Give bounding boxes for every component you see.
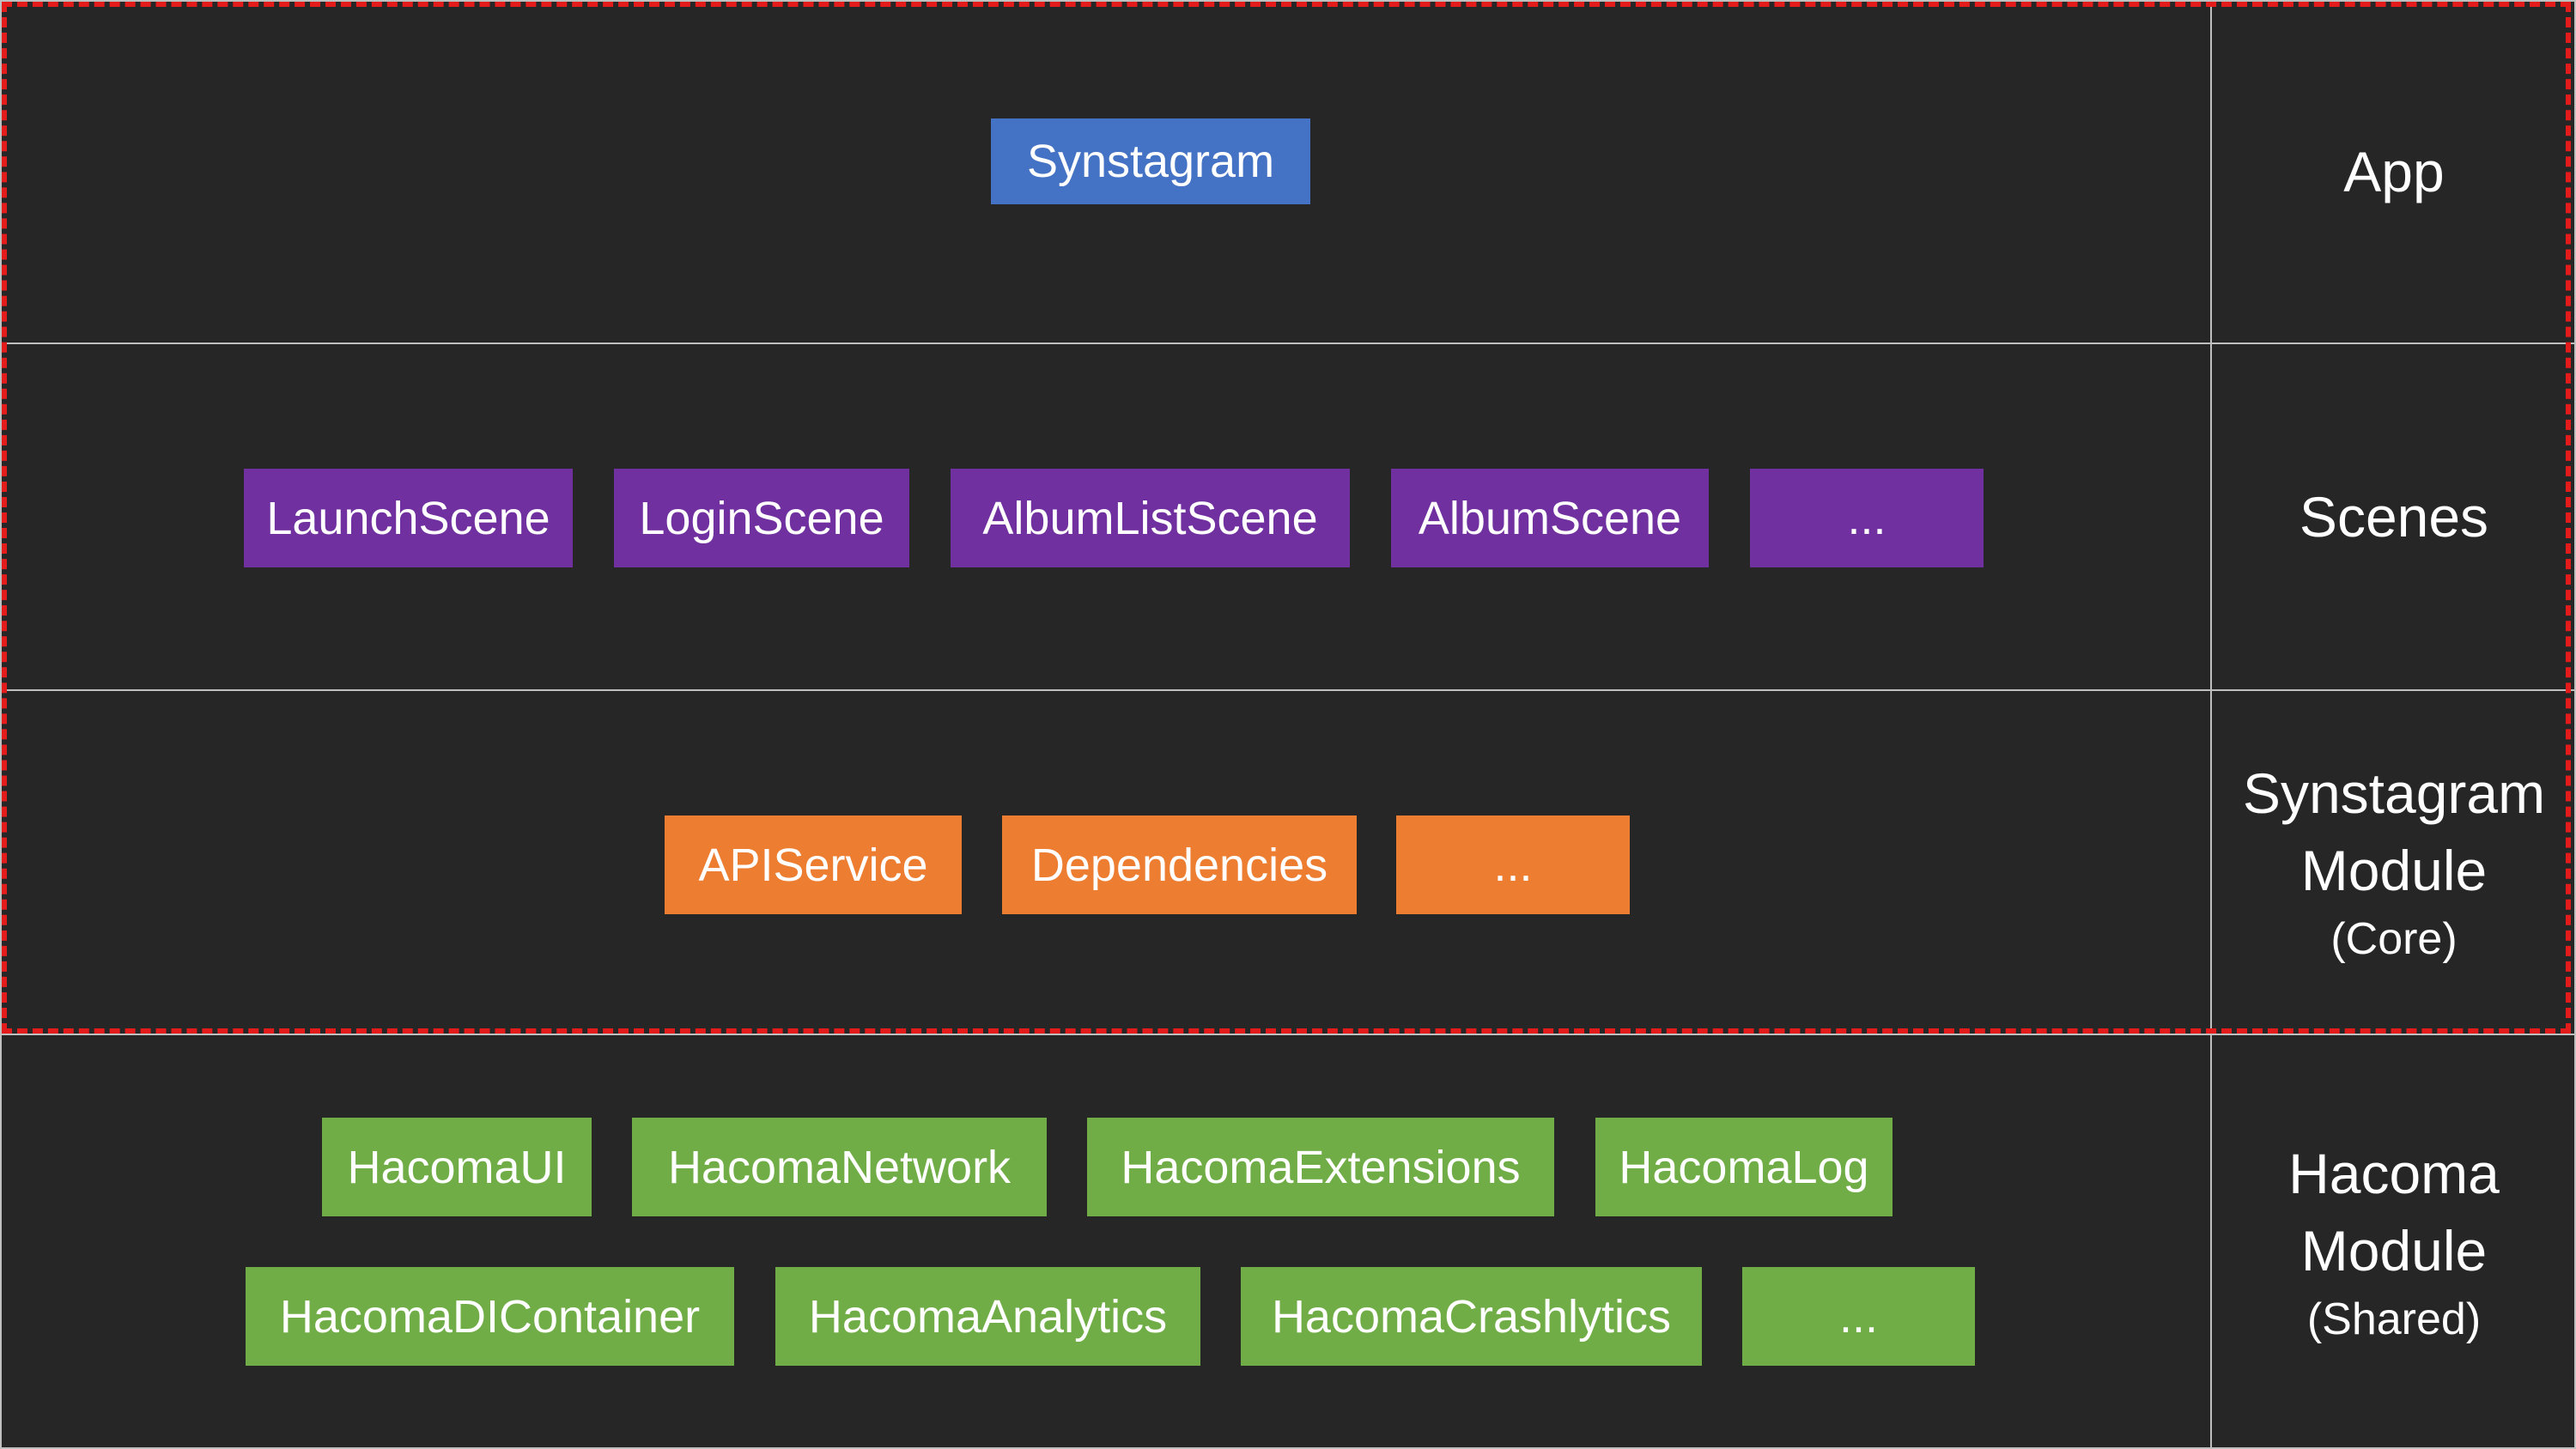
module-album-list-scene: AlbumListScene [951, 469, 1350, 567]
layer-label-core: Synstagram Module (Core) [2212, 690, 2576, 1034]
shared-label-line1: Hacoma [2288, 1142, 2500, 1205]
module-hacoma-log: HacomaLog [1595, 1118, 1893, 1216]
module-api-service: APIService [665, 815, 962, 914]
module-hacoma-ui: HacomaUI [322, 1118, 592, 1216]
module-album-scene: AlbumScene [1391, 469, 1709, 567]
module-hacoma-analytics: HacomaAnalytics [775, 1267, 1200, 1366]
shared-label-sub: (Shared) [2306, 1294, 2482, 1344]
layer-label-app: App [2212, 0, 2576, 343]
module-hacoma-network: HacomaNetwork [632, 1118, 1047, 1216]
core-label-sub: (Core) [2330, 914, 2458, 964]
module-hacoma-di-container: HacomaDIContainer [246, 1267, 734, 1366]
top-border [0, 0, 2576, 2]
layer-label-scenes: Scenes [2212, 343, 2576, 690]
divider-core-shared [0, 1034, 2576, 1035]
module-synstagram: Synstagram [991, 118, 1310, 204]
layer-label-shared: Hacoma Module (Shared) [2212, 1035, 2576, 1449]
module-hacoma-crashlytics: HacomaCrashlytics [1241, 1267, 1702, 1366]
module-hacoma-extensions: HacomaExtensions [1087, 1118, 1554, 1216]
left-border [0, 0, 2, 1449]
module-launch-scene: LaunchScene [244, 469, 573, 567]
app-label: App [2343, 140, 2445, 203]
module-scenes-more: ... [1750, 469, 1984, 567]
divider-app-scenes [0, 343, 2576, 344]
module-dependencies: Dependencies [1002, 815, 1357, 914]
module-core-more: ... [1396, 815, 1630, 914]
right-border [2574, 0, 2576, 1449]
shared-label-line2: Module [2300, 1219, 2488, 1282]
module-shared-more: ... [1742, 1267, 1975, 1366]
core-label-line2: Module [2300, 839, 2488, 902]
module-login-scene: LoginScene [614, 469, 909, 567]
label-column-divider [2210, 0, 2212, 1449]
bottom-border [0, 1447, 2576, 1449]
core-label-line1: Synstagram [2242, 761, 2546, 825]
scenes-label: Scenes [2299, 485, 2489, 549]
divider-scenes-core [0, 689, 2576, 691]
